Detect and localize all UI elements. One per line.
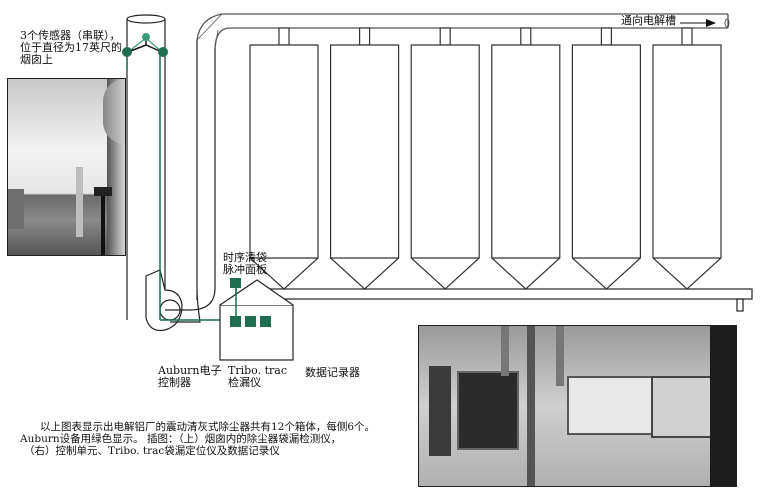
sensor-mount <box>101 191 105 255</box>
data-recorder-unit <box>651 376 713 438</box>
compartment-body <box>330 44 400 290</box>
structure <box>8 189 24 229</box>
conduit <box>527 326 535 486</box>
building-canopy <box>103 79 125 144</box>
sensor-head <box>94 187 112 196</box>
pulse-panel-label: 时序清袋 脉冲面板 <box>223 251 267 276</box>
compartment-body <box>410 44 480 290</box>
to-cells-label: 通向电解槽 <box>620 14 677 27</box>
data-recorder-house <box>219 279 294 361</box>
detector-label: Tribo. trac 检漏仪 <box>228 364 287 389</box>
flow-arrow <box>680 18 730 28</box>
cabinet-door <box>429 366 451 456</box>
compartment-body <box>249 44 319 290</box>
recorder-label: 数据记录器 <box>305 366 360 379</box>
compartment-inlet <box>600 27 613 46</box>
sensors-label: 3个传感器（串联）， 位于直径为17英尺的 烟囱上 <box>20 29 122 66</box>
top-duct <box>196 13 729 49</box>
baghouse-compartment <box>491 27 561 290</box>
control-units-photo <box>418 325 737 487</box>
compartment-inlet <box>681 27 693 46</box>
baghouse-compartment <box>330 27 400 290</box>
sensor-assembly <box>122 33 168 57</box>
compartments <box>249 27 722 290</box>
baghouse-compartment <box>571 27 641 290</box>
stack-sensor-photo <box>7 78 126 256</box>
controller-label: Auburn电子 控制器 <box>158 364 222 389</box>
electronic-controller <box>457 371 519 450</box>
auburn-units <box>230 278 271 327</box>
compartment-inlet <box>359 27 371 46</box>
figure-caption: 以上图表显示出电解铝厂的震动清灰式除尘器共有12个箱体，每侧6个。 Auburn… <box>20 421 375 457</box>
vertical-duct <box>196 40 216 300</box>
baghouse-compartment <box>652 27 722 290</box>
fan <box>145 269 216 332</box>
compartment-body <box>491 44 561 290</box>
caption-line: （右）控制单元、Tribo. trac袋漏定位仪及数据记录仪 <box>24 445 280 457</box>
compartment-inlet <box>278 27 290 46</box>
conduit <box>556 326 564 386</box>
sensor-cable <box>126 55 237 321</box>
baghouse-compartment <box>410 27 480 290</box>
conduit <box>501 326 509 376</box>
side-cabinet <box>710 326 736 486</box>
caption-line: Auburn设备用绿色显示。 插图：（上）烟囱内的除尘器袋漏检测仪， <box>20 433 342 445</box>
baghouse-compartment <box>249 27 319 290</box>
compartment-body <box>571 44 641 290</box>
chimney <box>76 167 83 237</box>
caption-line: 以上图表显示出电解铝厂的震动清灰式除尘器共有12个箱体，每侧6个。 <box>40 421 376 433</box>
compartment-inlet <box>439 27 451 46</box>
bottom-duct <box>269 288 753 312</box>
compartment-body <box>652 44 722 290</box>
tribo-trac-unit <box>567 376 653 435</box>
compartment-inlet <box>520 27 532 46</box>
